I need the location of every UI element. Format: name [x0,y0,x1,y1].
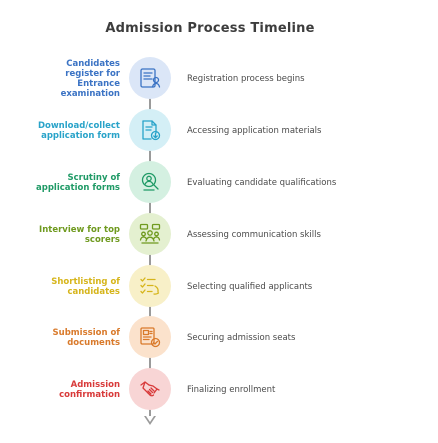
step-label-line: Scrutiny of [67,173,120,183]
interview-group-icon [138,222,162,246]
step-marker [129,57,171,99]
step-label-line: scorers [84,235,120,245]
step-label-line: Entrance [77,79,120,89]
step-label-line: register for [65,69,120,79]
step-label-line: Submission of [52,328,120,338]
step-marker [129,316,171,358]
step-label-line: Candidates [66,59,120,69]
step-marker [129,109,171,151]
handshake-icon [138,377,162,401]
step-description: Finalizing enrollment [187,385,276,395]
timeline-arrow-head [144,416,156,425]
step-marker [129,161,171,203]
user-search-icon [138,170,162,194]
step-description: Registration process begins [187,74,305,84]
step-label-line: application forms [36,183,120,193]
page-title: Admission Process Timeline [105,21,315,36]
id-card-icon [138,66,162,90]
step-label-line: documents [67,338,120,348]
checklist-icon [138,274,162,298]
step-description: Selecting qualified applicants [187,282,313,292]
step-description: Evaluating candidate qualifications [187,178,337,188]
step-label-line: candidates [67,287,120,297]
step-label-line: Download/collect [37,121,120,131]
document-download-icon [138,118,162,142]
step-marker [129,265,171,307]
step-label-line: application form [41,131,120,141]
document-check-icon [138,325,162,349]
step-description: Accessing application materials [187,126,322,136]
step-label-line: confirmation [59,390,120,400]
step-label-line: Interview for top [39,225,120,235]
step-marker [129,368,171,410]
step-label-line: Admission [70,380,120,390]
step-marker [129,213,171,255]
step-description: Securing admission seats [187,333,296,343]
step-label-line: examination [60,89,120,99]
step-description: Assessing communication skills [187,230,321,240]
step-label-line: Shortlisting of [51,277,120,287]
